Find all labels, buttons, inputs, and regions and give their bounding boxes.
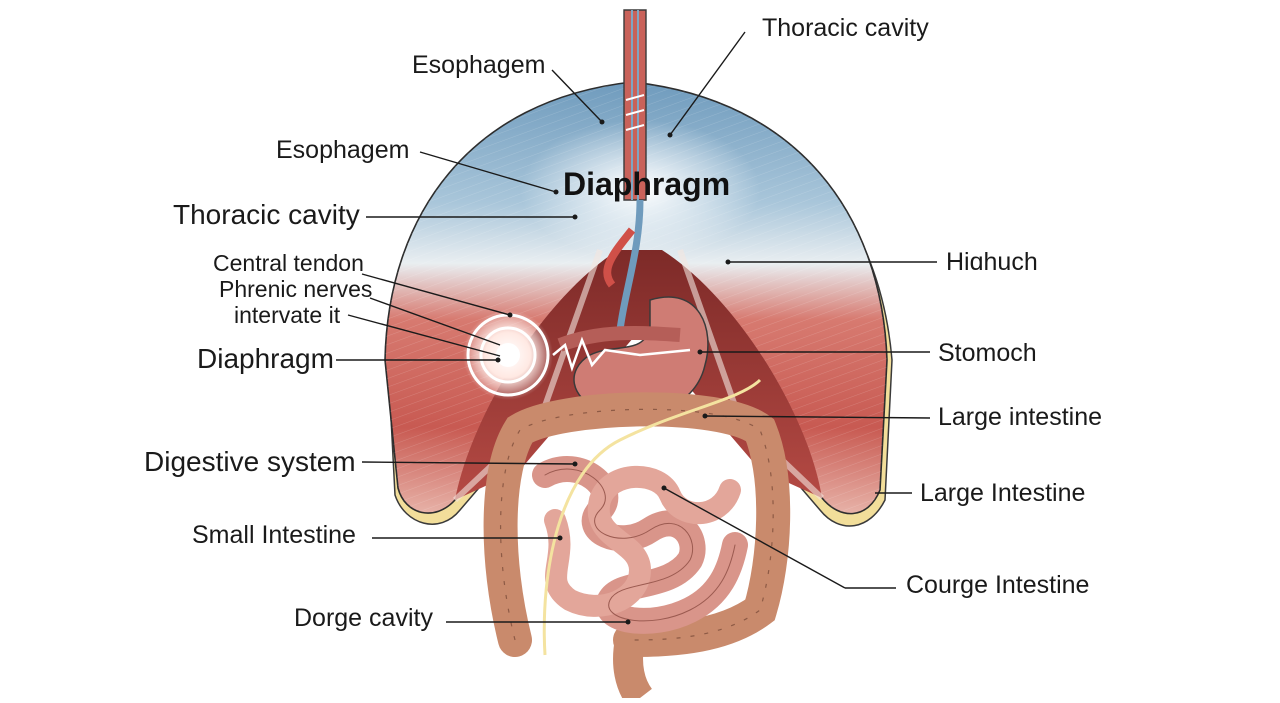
label-intervate: intervate it <box>234 302 341 328</box>
label-stomoch: Stomoch <box>938 339 1037 367</box>
diagram-title: Diaphragm <box>563 166 731 202</box>
label-small-intestine: Small Intestine <box>192 521 356 549</box>
label-hiochuch: Hiɑhuch <box>946 248 1038 276</box>
small-intestine <box>532 456 748 634</box>
abdominal-cavity <box>455 250 822 500</box>
label-diaphragm-left: Diaphragm <box>197 343 334 374</box>
rectum <box>613 637 653 703</box>
label-large-intestine-1: Large intestine <box>938 403 1103 431</box>
label-phrenic-nerves: Phrenic nerves <box>219 276 373 302</box>
label-central-tendon: Central tendon <box>213 250 364 276</box>
label-esophagem-mid: Esophagem <box>276 136 410 164</box>
blood-vessel <box>616 199 644 331</box>
label-digestive-system: Digestive system <box>144 446 356 477</box>
label-dorge-cavity: Dorge cavity <box>294 604 433 632</box>
label-thoracic-cavity-top: Thoracic cavity <box>762 14 929 42</box>
label-thoracic-cavity-left: Thoracic cavity <box>173 199 360 230</box>
leader-lines <box>336 31 937 625</box>
label-esophagem-top: Esophagem <box>412 51 546 79</box>
label-large-intestine-2: Large Intestine <box>920 479 1086 507</box>
phrenic-nerve <box>542 378 762 656</box>
label-courge-intestine: Courge Intestine <box>906 571 1090 599</box>
